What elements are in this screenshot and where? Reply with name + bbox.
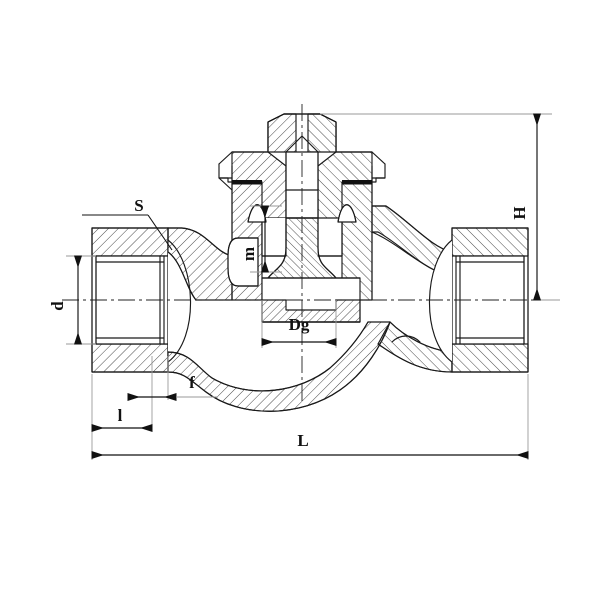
centerlines bbox=[62, 104, 560, 402]
dim-label-m: m bbox=[239, 247, 258, 261]
dimension-labels: S d m Dg H f l L bbox=[48, 196, 529, 450]
body-lower-shell bbox=[167, 321, 391, 412]
dimension-lines bbox=[73, 113, 542, 460]
dim-S bbox=[82, 214, 173, 251]
dim-label-l: l bbox=[118, 406, 123, 425]
dim-label-L: L bbox=[297, 431, 308, 450]
bonnet-assembly bbox=[218, 113, 386, 301]
dim-label-H: H bbox=[510, 206, 529, 219]
dim-label-Dg: Dg bbox=[289, 315, 310, 334]
dim-label-f: f bbox=[189, 373, 195, 392]
dim-label-d: d bbox=[48, 301, 67, 311]
dim-label-S: S bbox=[134, 196, 143, 215]
